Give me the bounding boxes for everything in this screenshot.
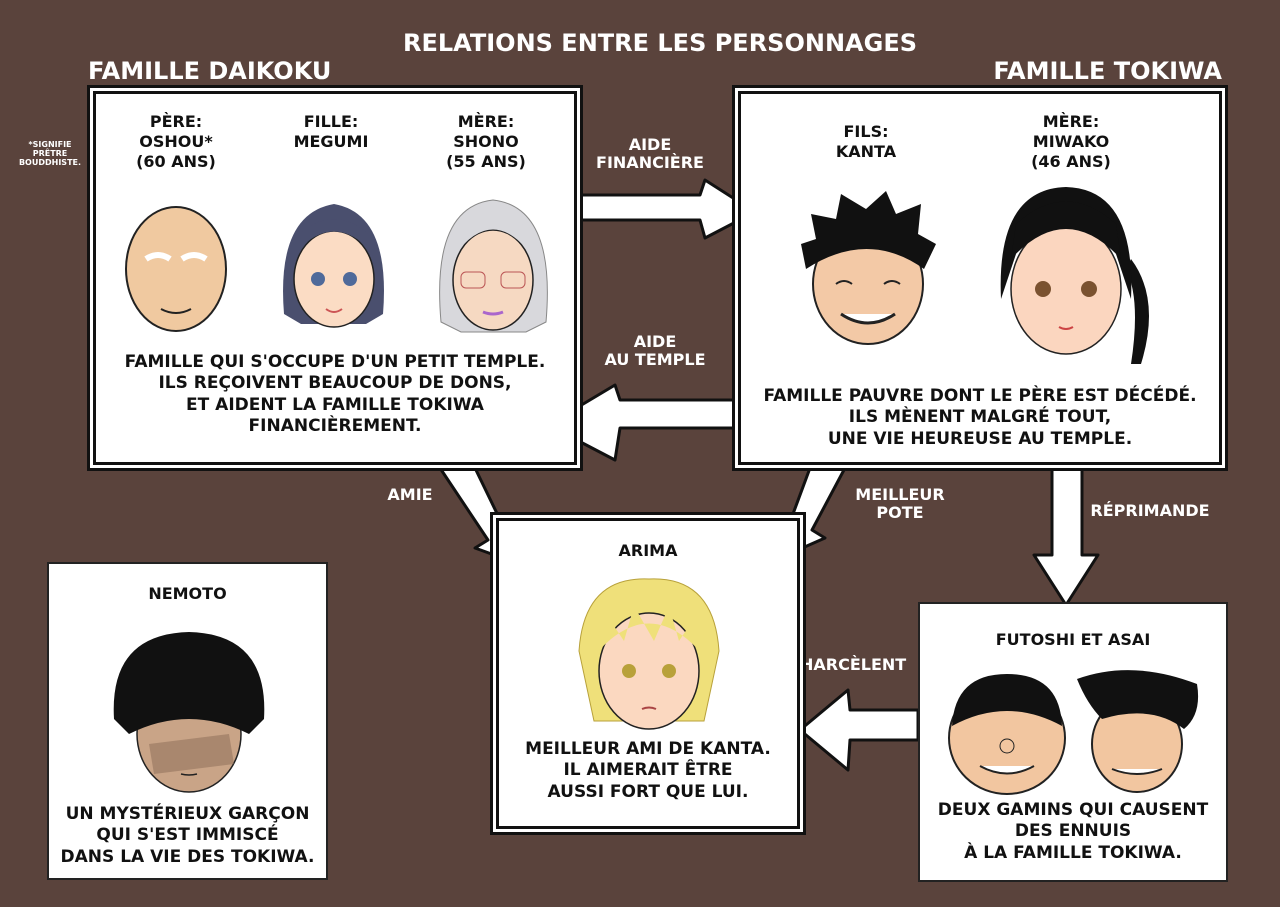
label-reprimande: RÉPRIMANDE — [1090, 501, 1210, 520]
desc-line: FINANCIÈREMENT. — [248, 415, 422, 436]
desc-line: À LA FAMILLE TOKIWA. — [964, 842, 1182, 863]
age: (60 ANS) — [136, 152, 216, 171]
arima-panel: ARIMA MEILLEUR AMI DE KANTA.IL AIMERAIT … — [493, 515, 803, 832]
desc-line: UN MYSTÉRIEUX GARÇON — [65, 804, 310, 824]
name: KANTA — [835, 142, 897, 161]
desc-line: FAMILLE PAUVRE DONT LE PÈRE EST DÉCÉDÉ. — [763, 386, 1197, 406]
asai-portrait — [1077, 670, 1199, 793]
label-line: POTE — [876, 503, 924, 523]
desc-line: DANS LA VIE DES TOKIWA. — [60, 846, 315, 867]
label-amie: AMIE — [387, 485, 433, 504]
desc-line: UNE VIE HEUREUSE AU TEMPLE. — [827, 428, 1133, 449]
role: FILLE: — [303, 112, 359, 131]
member-kanta: FILS:KANTA — [801, 122, 931, 162]
desc-line: IL AIMERAIT ÊTRE — [563, 760, 733, 781]
arima-name: ARIMA — [618, 541, 678, 560]
member-megumi: FILLE:MEGUMI — [266, 112, 396, 152]
daikoku-family-panel: PÈRE:OSHOU*(60 ANS) FILLE:MEGUMI MÈRE:SH… — [90, 88, 580, 468]
role: PÈRE: — [149, 112, 203, 131]
role: FILS: — [843, 122, 889, 141]
member-shono: MÈRE:SHONO(55 ANS) — [421, 112, 551, 172]
age: (55 ANS) — [446, 152, 526, 171]
member-oshou: PÈRE:OSHOU*(60 ANS) — [111, 112, 241, 172]
label-line: MEILLEUR — [855, 485, 945, 504]
age: (46 ANS) — [1031, 152, 1111, 171]
daikoku-description: FAMILLE QUI S'OCCUPE D'UN PETIT TEMPLE.I… — [96, 352, 574, 437]
arrow-harcelent — [798, 688, 920, 772]
desc-line: DES ENNUIS — [1014, 821, 1132, 842]
label-line: AIDE — [633, 332, 677, 351]
desc-line: ILS REÇOIVENT BEAUCOUP DE DONS, — [158, 373, 512, 394]
name: OSHOU* — [139, 132, 213, 151]
name: MEGUMI — [293, 132, 369, 151]
tokiwa-heading: FAMILLE TOKIWA — [993, 57, 1222, 85]
desc-line: FAMILLE QUI S'OCCUPE D'UN PETIT TEMPLE. — [124, 352, 546, 372]
daikoku-heading: FAMILLE DAIKOKU — [88, 57, 332, 85]
tokiwa-description: FAMILLE PAUVRE DONT LE PÈRE EST DÉCÉDÉ.I… — [741, 386, 1219, 450]
desc-line: DEUX GAMINS QUI CAUSENT — [937, 800, 1209, 820]
label-line: FINANCIÈRE — [596, 153, 704, 173]
label-line: AIDE — [628, 135, 672, 154]
futoshi-asai-name: FUTOSHI ET ASAI — [995, 630, 1151, 649]
desc-line: ILS MÈNENT MALGRÉ TOUT, — [848, 407, 1112, 428]
member-miwako: MÈRE:MIWAKO(46 ANS) — [991, 112, 1151, 172]
label-harcelent: HARCÈLENT — [800, 655, 907, 674]
arrow-aide-temple — [546, 383, 737, 462]
desc-line: MEILLEUR AMI DE KANTA. — [525, 739, 771, 759]
footnote: *Signifie prêtre bouddhiste. — [18, 140, 82, 168]
page-title: RELATIONS ENTRE LES PERSONNAGES — [403, 29, 917, 57]
nemoto-portrait — [113, 632, 265, 793]
kanta-portrait — [801, 191, 936, 345]
desc-line: QUI S'EST IMMISCÉ — [96, 825, 279, 846]
megumi-portrait — [283, 204, 384, 328]
oshou-portrait — [125, 206, 227, 332]
nemoto-name: NEMOTO — [148, 584, 227, 603]
desc-line: ET AIDENT LA FAMILLE TOKIWA — [186, 394, 484, 415]
name: MIWAKO — [1032, 132, 1110, 151]
arrow-aide-financiere — [578, 178, 757, 240]
arrow-reprimande — [1032, 466, 1100, 607]
futoshi-portrait — [948, 674, 1066, 795]
label-line: AU TEMPLE — [604, 350, 706, 370]
shono-portrait — [439, 199, 548, 333]
role: MÈRE: — [457, 112, 515, 131]
tokiwa-family-panel: FILS:KANTA MÈRE:MIWAKO(46 ANS) FAMILLE P… — [735, 88, 1225, 468]
desc-line: AUSSI FORT QUE LUI. — [547, 781, 749, 802]
miwako-portrait — [1000, 187, 1149, 364]
role: MÈRE: — [1042, 112, 1100, 131]
arima-portrait — [578, 578, 720, 730]
name: SHONO — [453, 132, 519, 151]
